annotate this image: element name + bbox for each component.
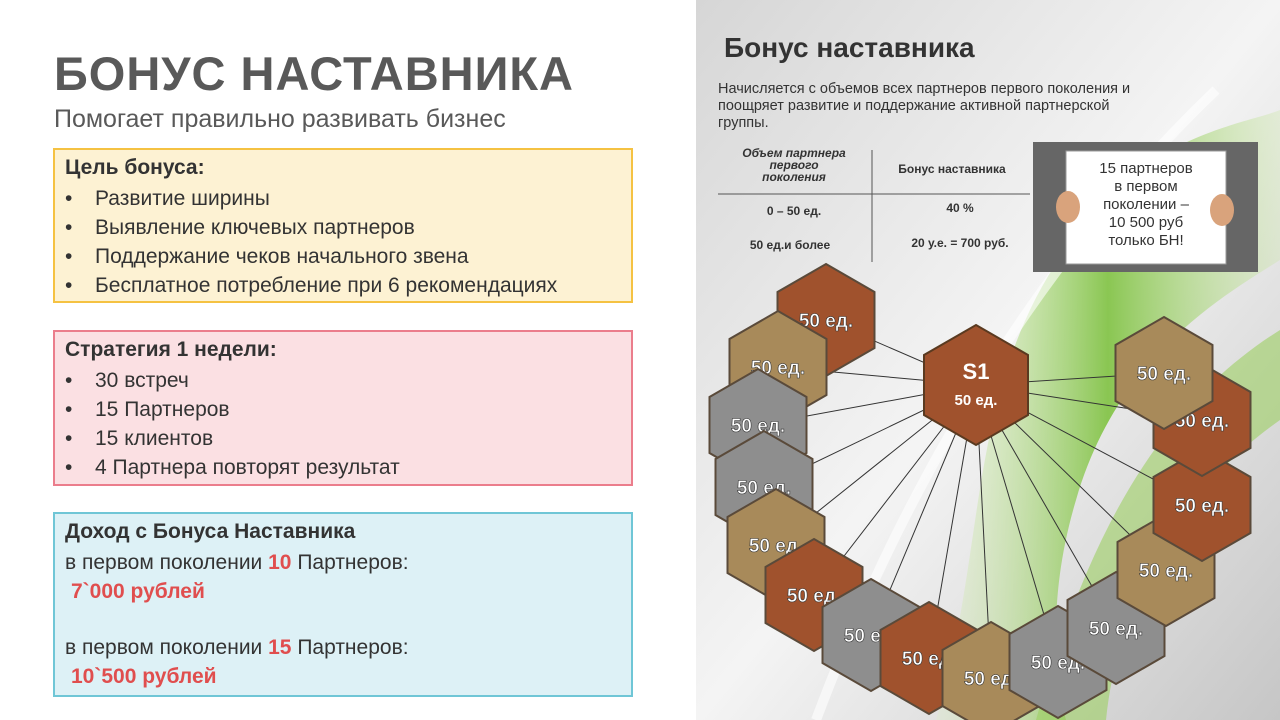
slide-description-line: Начисляется с объемов всех партнеров пер… [718,81,1130,97]
sign-text-line: поколении – [1103,196,1190,213]
table-header-cell: поколения [762,170,826,184]
list-item: Развитие ширины [65,184,621,213]
income-prefix: в первом поколении [65,636,263,659]
strategy-list: 30 встреч 15 Партнеров 15 клиентов 4 Пар… [65,366,621,482]
hexagon-label: 50 ед. [787,586,841,607]
table-header-cell: Объем партнера [742,146,846,160]
hexagon-shape [1114,315,1214,431]
income-heading: Доход с Бонуса Наставника [65,520,356,543]
income-suffix: Партнеров: [297,636,409,659]
hexagon-label: 50 ед. [1139,561,1193,582]
table-cell: 0 – 50 ед. [767,204,821,218]
table-header-cell: Бонус наставника [898,162,1006,176]
hexagon-label: 50 ед. [1175,496,1229,517]
income-prefix: в первом поколении [65,551,263,574]
bonus-goal-list: Развитие ширины Выявление ключевых партн… [65,184,621,300]
income-row: в первом поколении 10 Партнеров: [65,548,621,577]
strategy-heading: Стратегия 1 недели: [65,338,277,361]
left-panel: БОНУС НАСТАВНИКА Помогает правильно разв… [0,0,696,720]
strategy-box: Стратегия 1 недели: 30 встреч 15 Партнер… [53,330,633,486]
sign-text-line: 15 партнеров [1099,160,1193,177]
income-box: Доход с Бонуса Наставника в первом покол… [53,512,633,697]
hexagon-label: 50 ед. [731,416,785,437]
partner-hexagon: 50 ед. [1114,315,1214,431]
income-amount: 7`000 рублей [71,580,205,603]
slide-title: Бонус наставника [724,32,975,63]
slide-description-line: группы. [718,115,769,131]
center-hexagon-label: S1 [963,359,990,384]
hexagon-label: 50 ед. [964,669,1018,690]
center-hexagon-shape [923,323,1029,447]
hand-right [1210,194,1234,226]
table-cell: 50 ед.и более [750,238,831,252]
list-item: Поддержание чеков начального звена [65,242,621,271]
income-amount: 10`500 рублей [71,665,217,688]
slide-image: Бонус наставника Начисляется с объемов в… [696,0,1280,720]
page-title: БОНУС НАСТАВНИКА [54,47,574,100]
page-subtitle: Помогает правильно развивать бизнес [54,105,506,133]
income-row: в первом поколении 15 Партнеров: [65,633,621,662]
bonus-goal-box: Цель бонуса: Развитие ширины Выявление к… [53,148,633,303]
sign-image: 15 партнеров в первом поколении – 10 500… [1033,142,1258,272]
hexagon-label: 50 ед. [1175,411,1229,432]
table-cell: 20 у.е. = 700 руб. [911,236,1008,250]
spacer [65,606,621,633]
list-item: 30 встреч [65,366,621,395]
sign-text-line: 10 500 руб [1109,214,1183,231]
table-header-cell: первого [769,158,818,172]
partner-hexagon: 50 ед. [1152,447,1252,563]
sign-text-line: только БН! [1108,232,1183,249]
hexagon-label: 50 ед. [1137,364,1191,385]
bonus-goal-heading: Цель бонуса: [65,156,205,179]
list-item: 4 Партнера повторят результат [65,453,621,482]
slide-description-line: поощряет развитие и поддержание активной… [718,98,1109,114]
list-item: 15 клиентов [65,424,621,453]
center-hexagon-sublabel: 50 ед. [955,392,998,409]
hexagon-ring: 50 ед. 50 ед. 50 ед. 50 ед. 50 ед. 50 ед. 50 е… [708,262,1252,720]
hexagon-shape [1152,447,1252,563]
center-hexagon: S1 50 ед. [923,323,1029,447]
list-item: Бесплатное потребление при 6 рекомендаци… [65,271,621,300]
hand-left [1056,191,1080,223]
hexagon-label: 50 ед. [799,311,853,332]
bonus-table: Объем партнера первого поколения Бонус н… [718,146,1030,262]
hexagon-label: 50 ед. [1089,619,1143,640]
sign-text-line: в первом [1114,178,1177,195]
income-count: 10 [268,551,292,574]
list-item: Выявление ключевых партнеров [65,213,621,242]
list-item: 15 Партнеров [65,395,621,424]
slide-image-panel: Бонус наставника Начисляется с объемов в… [696,0,1280,720]
income-count: 15 [268,636,292,659]
income-suffix: Партнеров: [297,551,409,574]
table-cell: 40 % [946,201,974,215]
sign-board [1065,150,1227,265]
